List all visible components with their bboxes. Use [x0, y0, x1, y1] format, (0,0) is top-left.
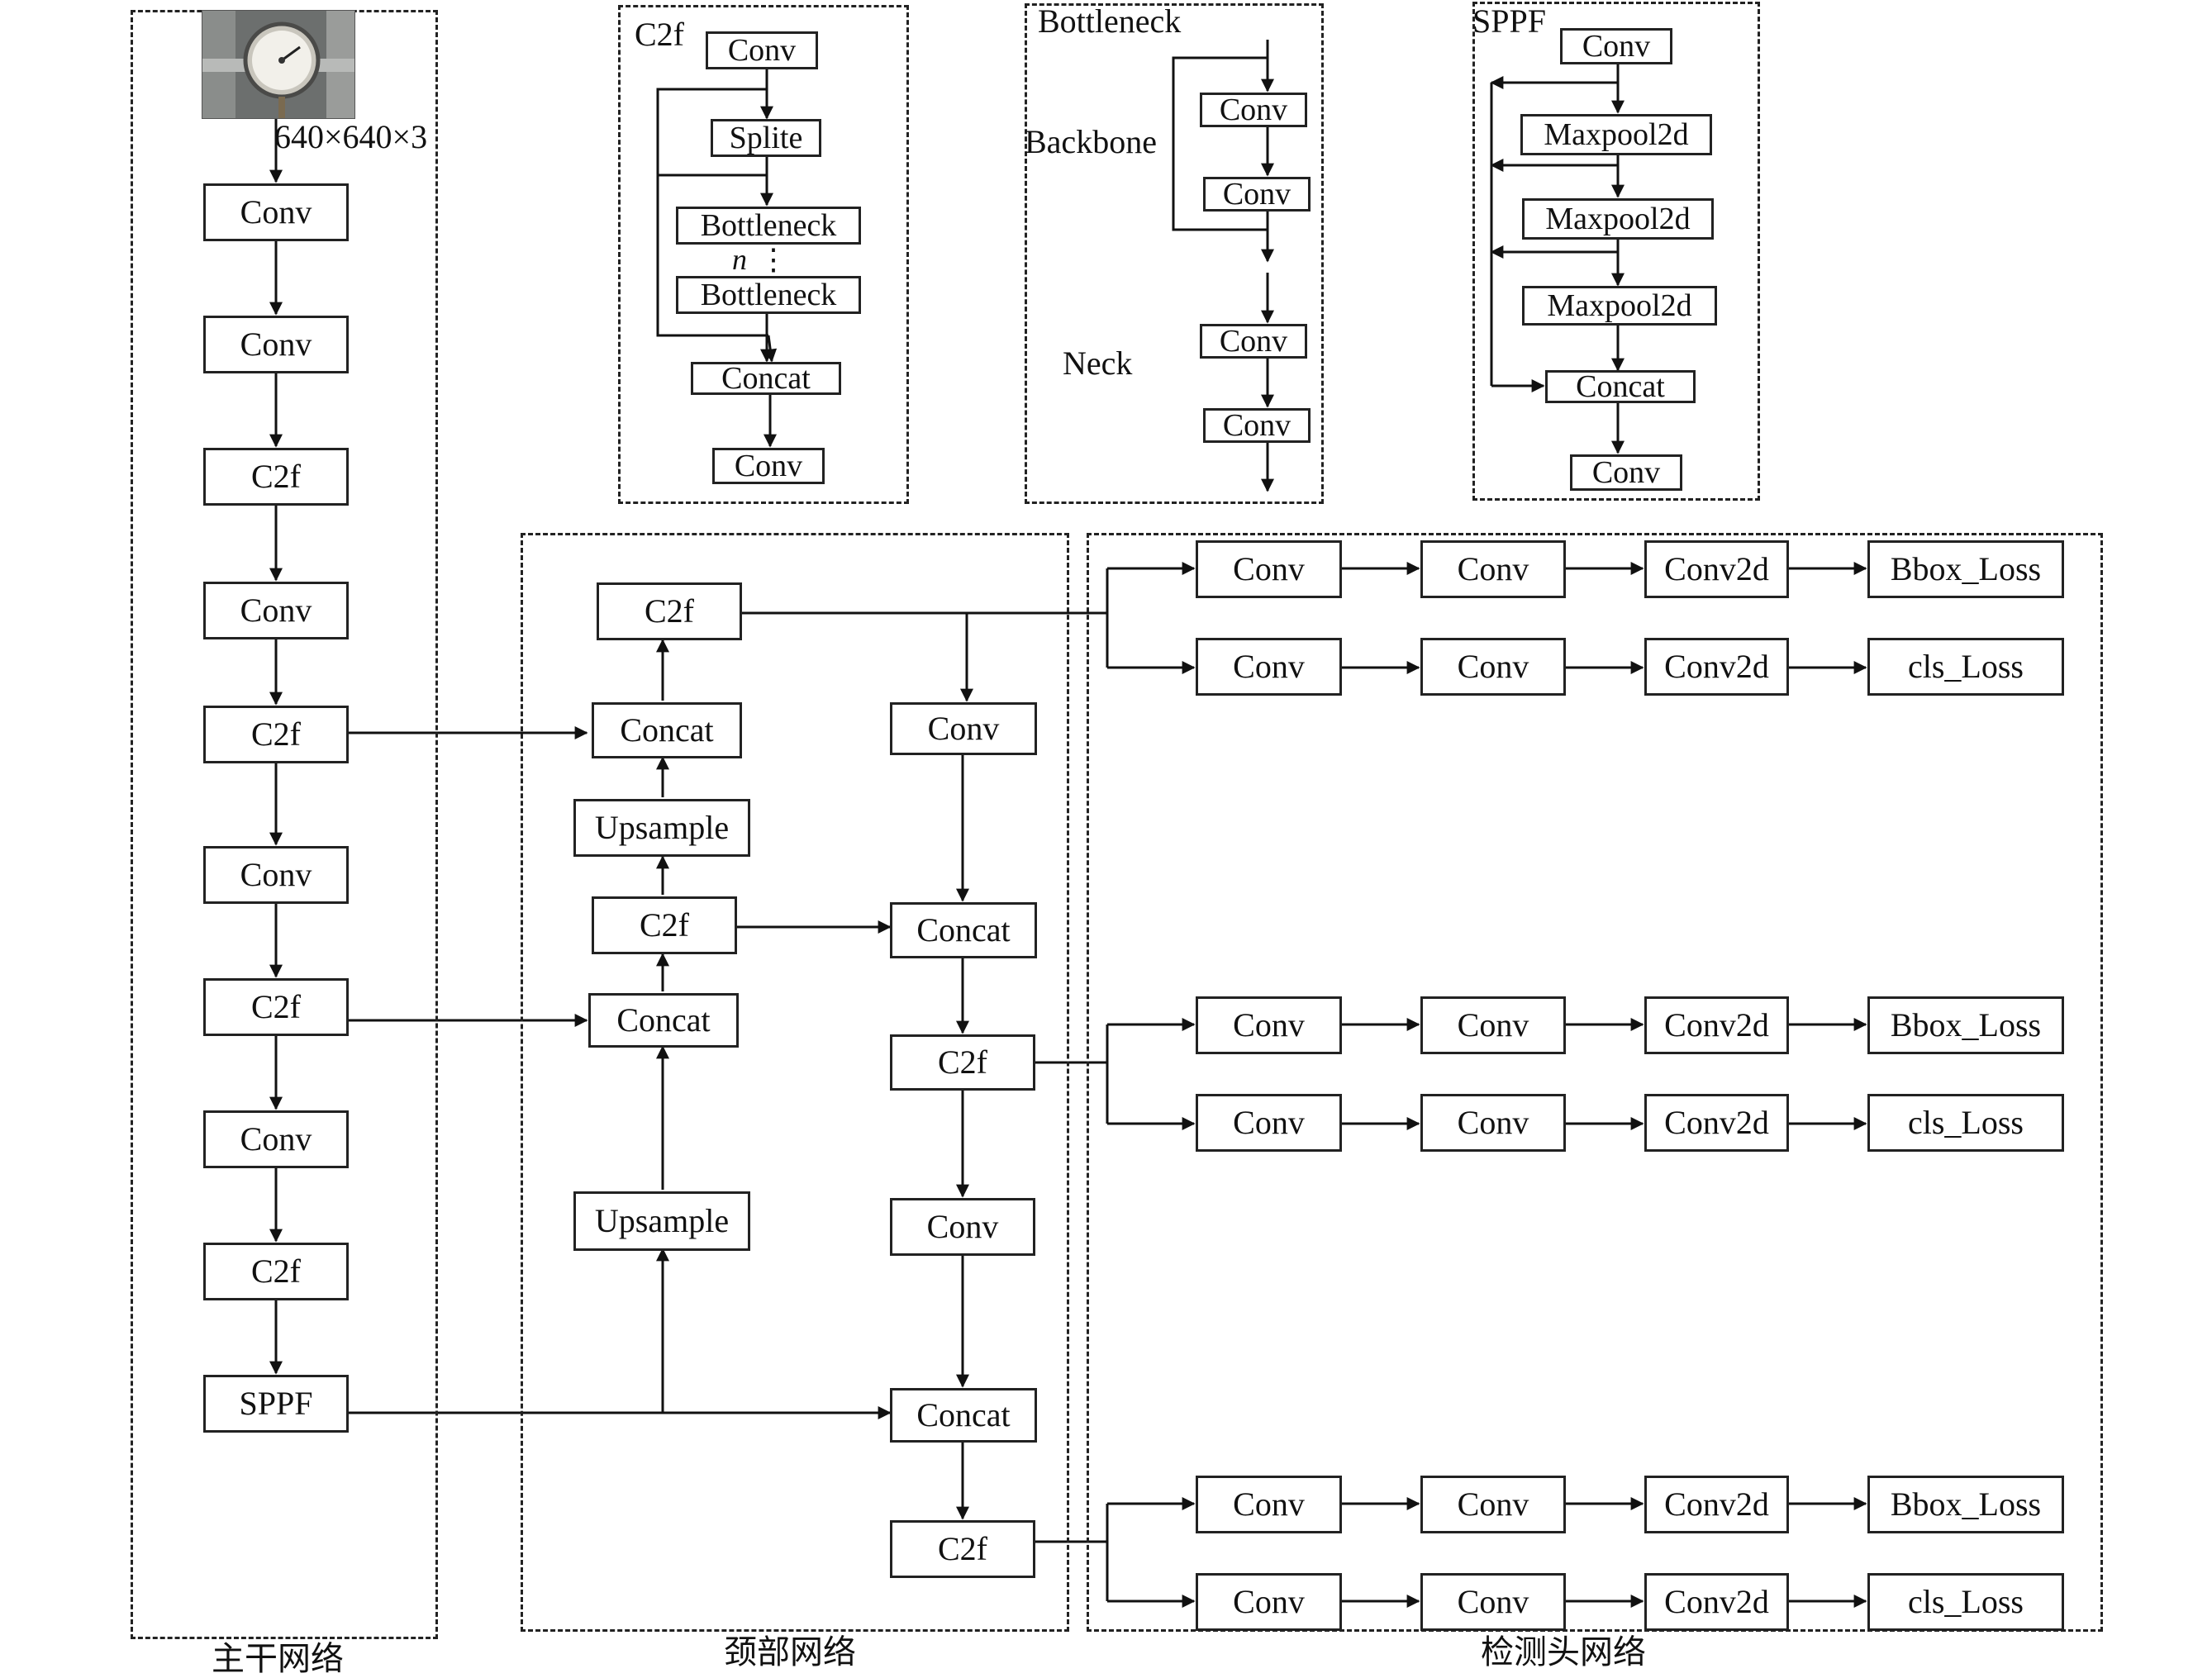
neck-region	[521, 533, 1069, 1632]
head-g1-bbox-conv-1: Conv	[1196, 540, 1342, 598]
sppf-detail-concat: Concat	[1545, 370, 1696, 403]
bottleneck-neck-conv-2: Conv	[1203, 408, 1311, 443]
c2f-detail-concat: Concat	[691, 362, 841, 395]
bottleneck-detail-title: Bottleneck	[1038, 2, 1182, 40]
head-g3-bbox-conv-2: Conv	[1420, 1476, 1566, 1533]
backbone-c2f-2: C2f	[203, 706, 349, 763]
neck-c2f-mid: C2f	[592, 896, 737, 954]
neck-conv-r1: Conv	[890, 702, 1037, 755]
head-g3-cls-conv2d: Conv2d	[1644, 1573, 1789, 1631]
head-g1-cls-loss: cls_Loss	[1867, 638, 2064, 696]
sppf-detail-title: SPPF	[1472, 2, 1546, 40]
neck-concat-top: Concat	[592, 702, 742, 758]
head-g2-cls-loss: cls_Loss	[1867, 1094, 2064, 1152]
head-g3-bbox-conv-1: Conv	[1196, 1476, 1342, 1533]
bottleneck-detail-wires	[1172, 40, 1274, 492]
neck-concat-r1: Concat	[890, 902, 1037, 958]
neck-c2f-r1: C2f	[890, 1034, 1035, 1091]
backbone-conv-4: Conv	[203, 846, 349, 904]
neck-upsample-low: Upsample	[573, 1191, 750, 1251]
backbone-caption: 主干网络	[212, 1640, 344, 1678]
head-region	[1087, 533, 2103, 1632]
head-g2-cls-conv2d: Conv2d	[1644, 1094, 1789, 1152]
sppf-detail-region	[1472, 2, 1760, 501]
bottleneck-neck-label: Neck	[1063, 345, 1133, 382]
bottleneck-backbone-conv-1: Conv	[1200, 93, 1307, 127]
bottleneck-detail-region	[1025, 3, 1324, 504]
neck-caption: 颈部网络	[724, 1633, 856, 1671]
c2f-detail-conv-top: Conv	[706, 31, 818, 69]
neck-c2f-top: C2f	[597, 582, 742, 640]
bottleneck-backbone-conv-2: Conv	[1203, 177, 1311, 212]
head-g3-cls-loss: cls_Loss	[1867, 1573, 2064, 1631]
bottleneck-backbone-label: Backbone	[1025, 123, 1157, 160]
neck-upsample-top: Upsample	[573, 799, 750, 857]
neck-c2f-r2: C2f	[890, 1520, 1035, 1578]
c2f-detail-title: C2f	[635, 16, 684, 53]
head-g3-bbox-loss: Bbox_Loss	[1867, 1476, 2064, 1533]
head-g2-bbox-loss: Bbox_Loss	[1867, 996, 2064, 1054]
c2f-repeat-n: n	[732, 243, 747, 276]
input-size-label: 640×640×3	[274, 118, 428, 155]
neck-conv-r2: Conv	[890, 1198, 1035, 1256]
head-g2-bbox-conv-1: Conv	[1196, 996, 1342, 1054]
head-g3-cls-conv-2: Conv	[1420, 1573, 1566, 1631]
head-row-arrows	[1340, 562, 1867, 1608]
sppf-detail-conv-top: Conv	[1560, 28, 1672, 64]
head-g1-cls-conv-2: Conv	[1420, 638, 1566, 696]
backbone-sppf: SPPF	[203, 1375, 349, 1433]
c2f-detail-conv-bottom: Conv	[712, 448, 825, 484]
head-g2-bbox-conv-2: Conv	[1420, 996, 1566, 1054]
pressure-gauge-icon	[202, 11, 354, 118]
head-g1-bbox-conv-2: Conv	[1420, 540, 1566, 598]
head-g1-bbox-loss: Bbox_Loss	[1867, 540, 2064, 598]
backbone-c2f-1: C2f	[203, 448, 349, 506]
backbone-c2f-4: C2f	[203, 1243, 349, 1300]
backbone-conv-5: Conv	[203, 1110, 349, 1168]
head-g2-bbox-conv2d: Conv2d	[1644, 996, 1789, 1054]
sppf-detail-maxpool-1: Maxpool2d	[1520, 114, 1712, 155]
neck-concat-r2: Concat	[890, 1388, 1037, 1443]
c2f-detail-bottleneck-2: Bottleneck	[676, 276, 861, 314]
c2f-detail-wires	[656, 66, 778, 448]
c2f-detail-region	[618, 5, 909, 504]
backbone-conv-3: Conv	[203, 582, 349, 639]
bottleneck-neck-conv-1: Conv	[1200, 324, 1307, 359]
c2f-detail-bottleneck-1: Bottleneck	[676, 207, 861, 245]
backbone-c2f-3: C2f	[203, 978, 349, 1036]
c2f-detail-repeat: n⋮	[732, 243, 788, 276]
sppf-detail-wires	[1490, 63, 1625, 454]
head-g1-cls-conv-1: Conv	[1196, 638, 1342, 696]
head-g1-cls-conv2d: Conv2d	[1644, 638, 1789, 696]
sppf-detail-maxpool-2: Maxpool2d	[1522, 198, 1714, 240]
sppf-detail-conv-bottom: Conv	[1570, 454, 1682, 491]
head-g3-bbox-conv2d: Conv2d	[1644, 1476, 1789, 1533]
backbone-conv-2: Conv	[203, 316, 349, 373]
c2f-detail-split: Splite	[711, 119, 821, 157]
backbone-conv-1: Conv	[203, 183, 349, 241]
sppf-detail-maxpool-3: Maxpool2d	[1522, 286, 1717, 326]
head-g1-bbox-conv2d: Conv2d	[1644, 540, 1789, 598]
neck-concat-mid: Concat	[588, 993, 739, 1048]
head-g3-cls-conv-1: Conv	[1196, 1573, 1342, 1631]
head-caption: 检测头网络	[1481, 1633, 1646, 1671]
input-image	[202, 10, 355, 119]
head-g2-cls-conv-2: Conv	[1420, 1094, 1566, 1152]
head-g2-cls-conv-1: Conv	[1196, 1094, 1342, 1152]
